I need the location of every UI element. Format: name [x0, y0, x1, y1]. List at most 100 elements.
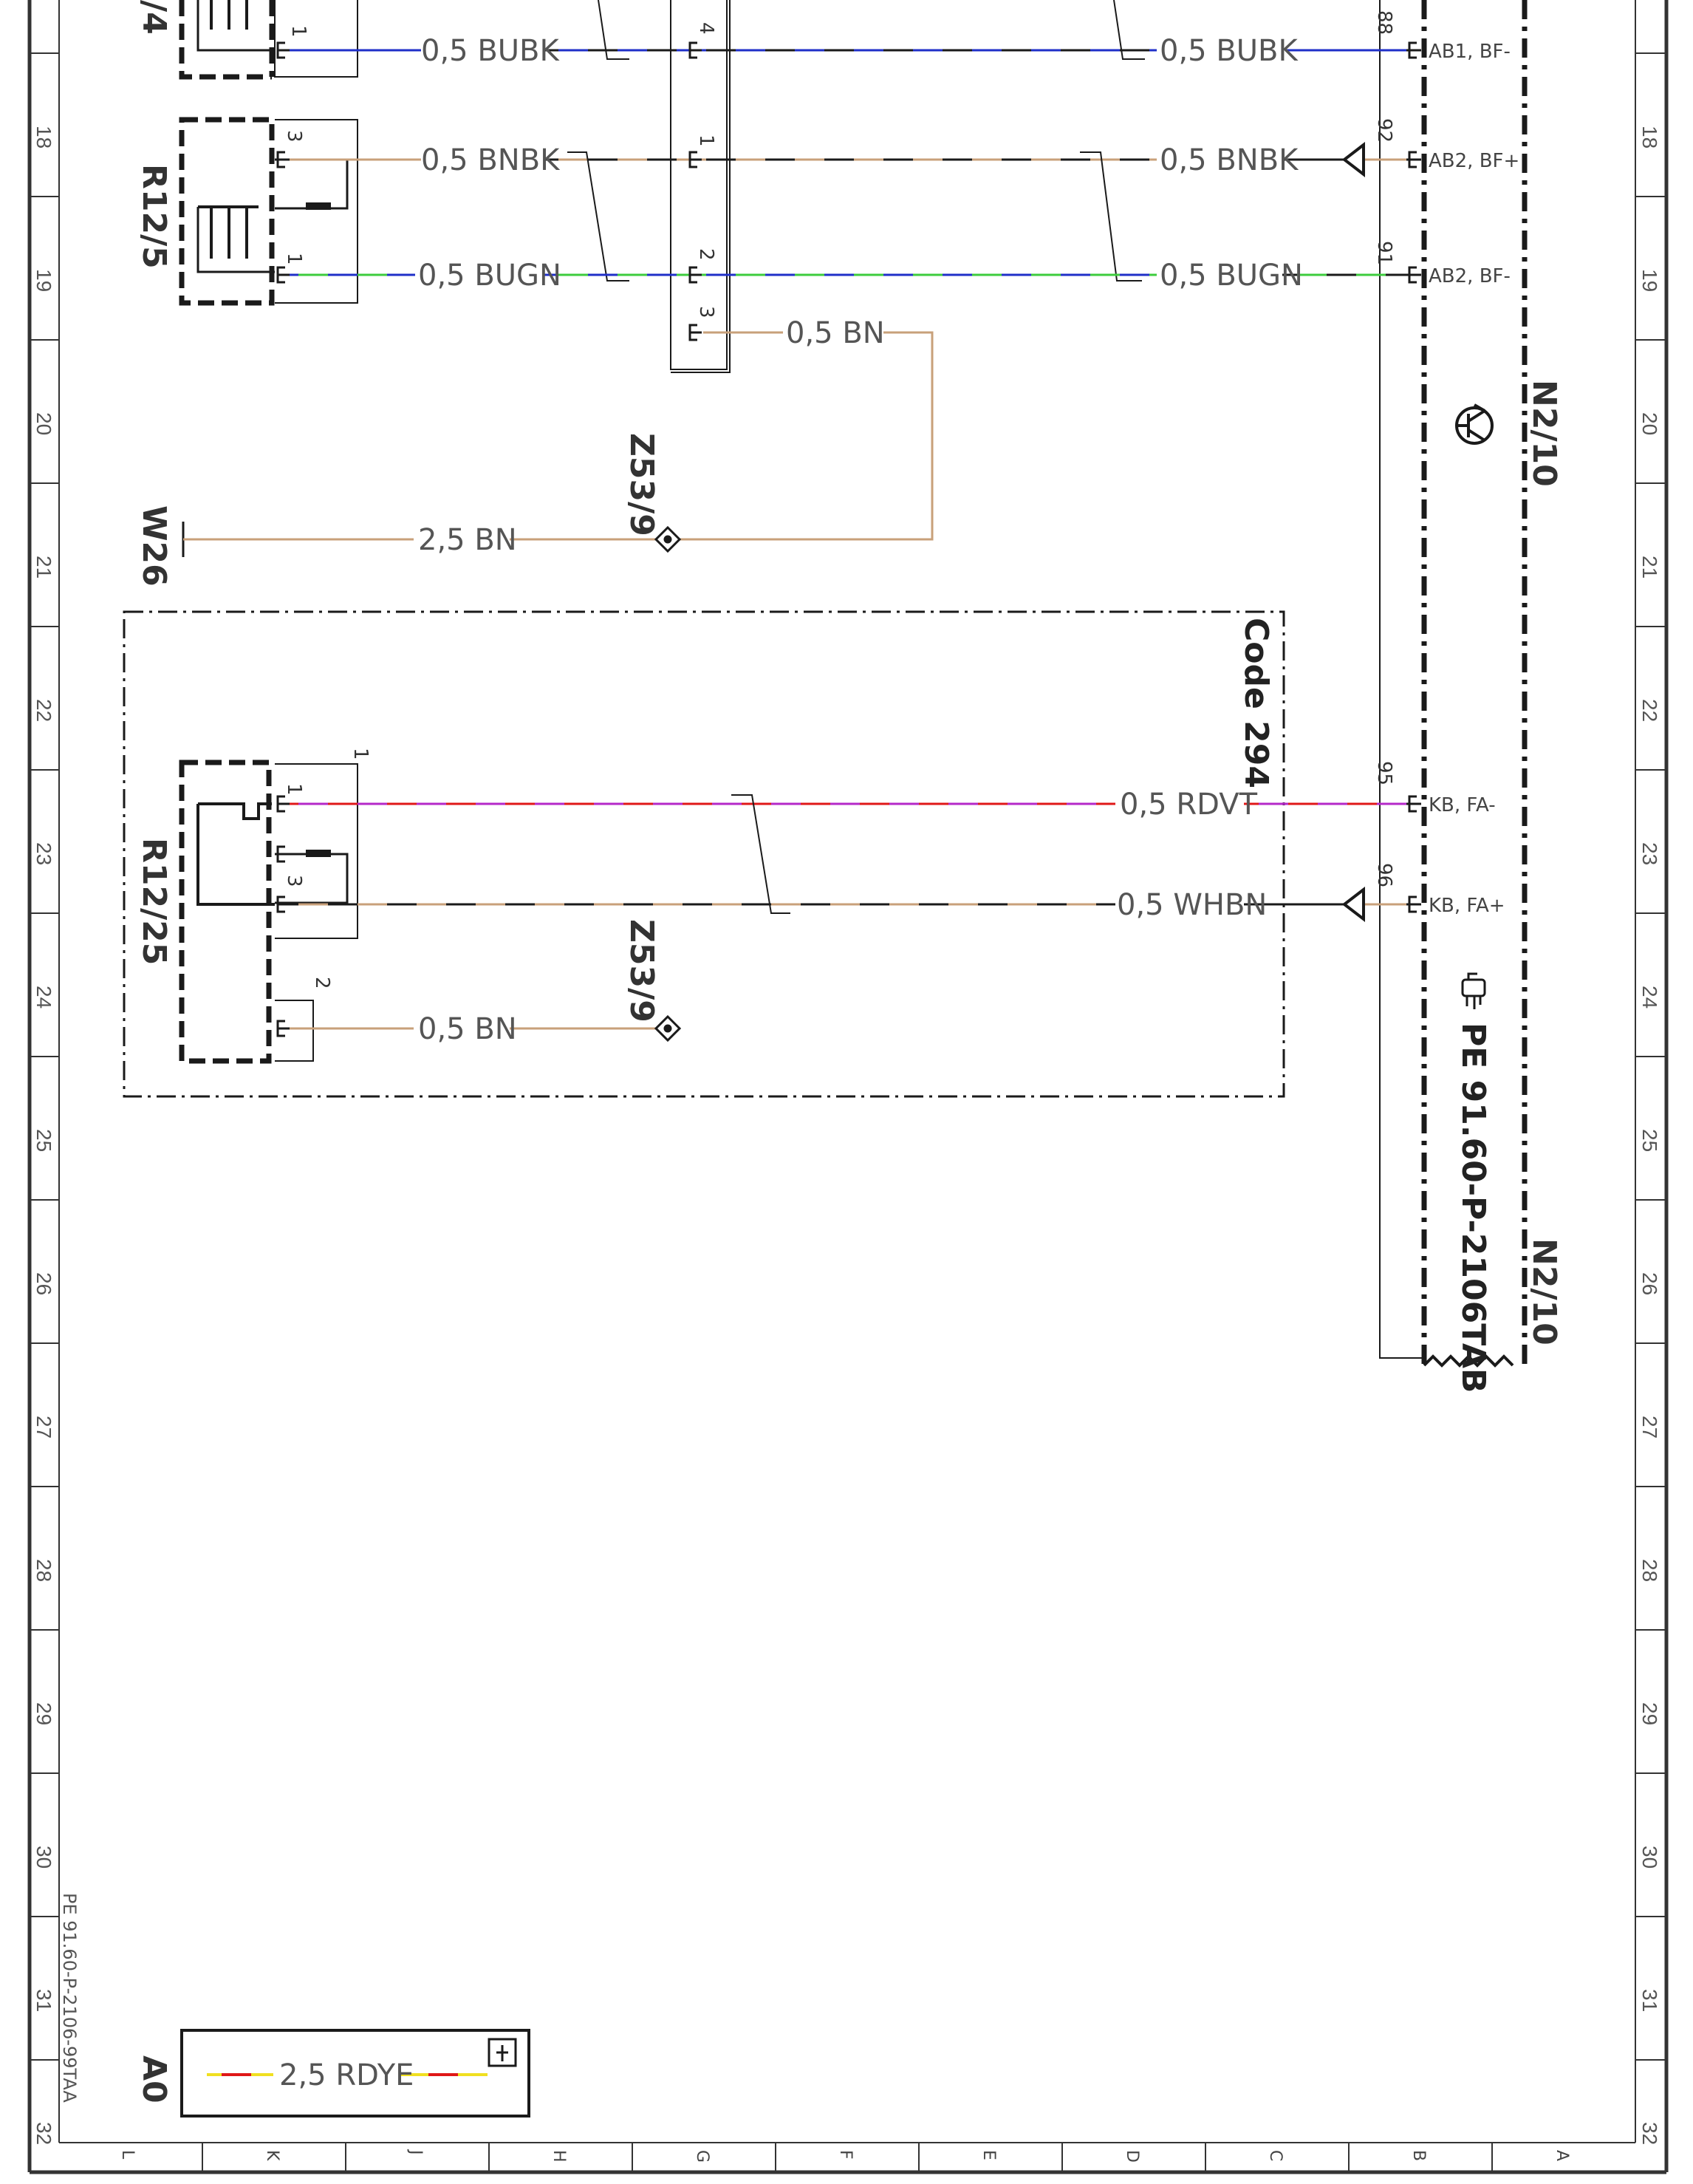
row-label: 21: [1638, 556, 1661, 579]
splice-z53-9-top: [654, 525, 682, 553]
column-label: F: [836, 2150, 855, 2160]
row-label: 29: [1638, 1702, 1661, 1725]
code-294-box: [123, 610, 1285, 1098]
row-label: 30: [1638, 1846, 1661, 1869]
pin-function-label: KB, FA+: [1429, 895, 1505, 917]
wire-label-bnbk: 0,5 BNBK: [1160, 143, 1299, 177]
pin-function-label: AB2, BF+: [1429, 150, 1519, 172]
wire-label-bugn: 0,5 BUGN: [1160, 259, 1303, 293]
code-294-label: Code 294: [1237, 618, 1275, 788]
pin-number: 1: [283, 253, 305, 265]
wire-label-bn: 2,5 BN: [418, 523, 517, 557]
row-label: 26: [1638, 1272, 1661, 1295]
pointing-hand-icon: [1461, 972, 1486, 1009]
row-label: 21: [33, 556, 55, 579]
component-label-z53-9: Z53/9: [623, 919, 660, 1023]
wire-label-bubk: 0,5 BUBK: [1160, 34, 1299, 68]
pin-number: 95: [1373, 761, 1395, 785]
column-label: C: [1266, 2150, 1285, 2161]
pin-number: 2: [311, 977, 333, 989]
column-label: B: [1409, 2150, 1428, 2161]
row-label: 23: [1638, 842, 1661, 865]
pin-number: 1: [695, 134, 717, 147]
component-r12-5: [179, 117, 358, 306]
pin-number: 1: [283, 783, 305, 796]
pin-function-label: AB1, BF-: [1429, 41, 1511, 63]
reference-note[interactable]: PE 91.60-P-2106TAB: [1454, 1023, 1492, 1393]
row-label: 28: [33, 1559, 55, 1582]
column-ticks: [202, 2143, 1493, 2172]
row-label: 24: [33, 986, 55, 1009]
component-label-r12-5: R12/5: [135, 164, 173, 269]
wire-label-bn: 0,5 BN: [418, 1012, 517, 1046]
wire-rdvt: [284, 794, 1411, 914]
wire-bnbk: [284, 151, 1411, 281]
row-label: 32: [33, 2122, 55, 2145]
column-label: H: [550, 2150, 568, 2163]
column-labels: L K J H G F E D C B A: [118, 2149, 1571, 2163]
row-label: 27: [1638, 1416, 1661, 1439]
component-label-a0: A0: [135, 2055, 173, 2103]
pin-function-label: AB2, BF-: [1429, 265, 1511, 287]
row-label: 32: [1638, 2122, 1661, 2145]
row-label: 20: [33, 412, 55, 435]
wire-label-rdvt: 0,5 RDVT: [1120, 788, 1258, 822]
splice-z53-9-bottom: [654, 1014, 682, 1042]
wire-label-whbn: 0,5 WHBN: [1117, 888, 1267, 922]
row-label: 19: [1638, 269, 1661, 292]
column-label: L: [118, 2150, 137, 2160]
column-label: J: [406, 2149, 425, 2155]
row-label: 31: [1638, 1989, 1661, 2012]
row-label: 25: [33, 1129, 55, 1152]
row-label: 22: [1638, 699, 1661, 722]
footer-document-id: PE 91.60-P-2106-99TAA: [59, 1893, 80, 2103]
wire-bn-w26: [182, 522, 656, 557]
wire-bubk: [284, 0, 1411, 60]
legend-a0: A0 2,5 RDYE: [135, 2029, 530, 2118]
pin-number: 2: [695, 248, 717, 261]
pin-number: 3: [283, 875, 305, 887]
transistor-icon: [1455, 403, 1494, 445]
row-label: 29: [33, 1702, 55, 1725]
pin-number: 88: [1373, 10, 1395, 35]
pin-number: 92: [1373, 118, 1395, 143]
pin-number: 1: [349, 748, 372, 760]
component-label-r12-4: /4: [135, 0, 173, 35]
wire-label-bnbk: 0,5 BNBK: [421, 143, 561, 177]
info-icon-glyph: [496, 2045, 508, 2061]
row-label: 25: [1638, 1129, 1661, 1152]
row-label: 22: [33, 699, 55, 722]
row-labels-right: 18 19 20 21 22 23 24 25 26 27 28 29 30 3…: [1638, 126, 1661, 2145]
column-label: K: [263, 2150, 281, 2161]
row-label: 23: [33, 842, 55, 865]
component-n2-10: [1379, 0, 1528, 1368]
wire-label-bn: 0,5 BN: [786, 316, 885, 350]
pin-number: 96: [1373, 863, 1395, 887]
pin-number: 91: [1373, 241, 1395, 265]
row-label: 30: [33, 1846, 55, 1869]
drawing-frame: [27, 0, 1669, 2174]
wire-label-bugn: 0,5 BUGN: [418, 259, 561, 293]
row-label: 19: [33, 269, 55, 292]
row-label: 28: [1638, 1559, 1661, 1582]
row-label: 18: [33, 126, 55, 149]
row-label: 27: [33, 1416, 55, 1439]
component-label-n2-10: N2/10: [1525, 380, 1563, 487]
component-label-z53-9: Z53/9: [623, 433, 660, 536]
component-r12-4: [179, 0, 358, 80]
row-label: 26: [33, 1272, 55, 1295]
row-label: 20: [1638, 412, 1661, 435]
row-ticks: [30, 52, 1666, 2061]
column-label: E: [979, 2150, 998, 2160]
component-label-w26: W26: [135, 505, 173, 587]
row-label: 24: [1638, 986, 1661, 1009]
wire-label-bubk: 0,5 BUBK: [421, 34, 560, 68]
pin-number: 4: [695, 22, 717, 35]
pin-number: 3: [283, 130, 305, 143]
column-label: A: [1553, 2150, 1571, 2161]
row-labels-left: 18 19 20 21 22 23 24 25 26 27 28 29 30 3…: [33, 126, 55, 2145]
arrow-terminal-icons: [1341, 141, 1365, 923]
wire-label-rdye: 2,5 RDYE: [279, 2058, 414, 2092]
component-label-n2-10: N2/10: [1525, 1238, 1563, 1345]
